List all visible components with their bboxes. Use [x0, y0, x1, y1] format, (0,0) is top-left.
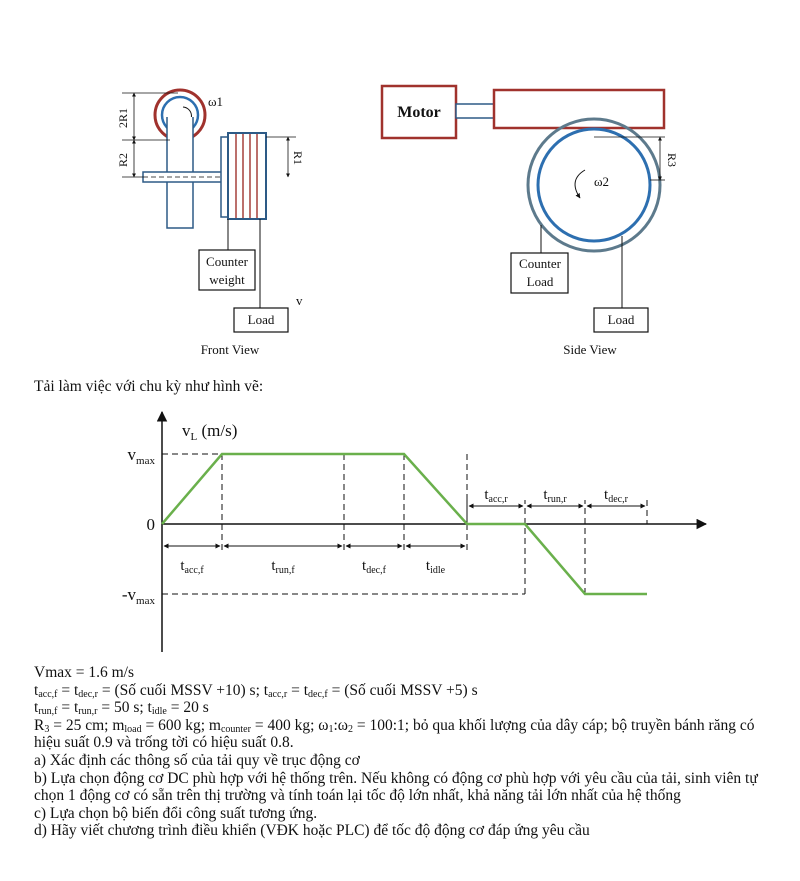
y-tick-label: 0 [147, 515, 156, 534]
side-view: Motor ω2 R3 Counter Load Load Side View [380, 84, 679, 357]
front-view-caption: Front View [201, 342, 260, 357]
side-view-caption: Side View [563, 342, 617, 357]
problem-line-parameters: R3 = 25 cm; mload = 600 kg; mcounter = 4… [34, 716, 755, 752]
omega2-label: ω2 [594, 174, 609, 189]
problem-line-run-times: trun,f = trun,r = 50 s; tidle = 20 s [34, 699, 209, 718]
gearbox-bar [492, 88, 666, 130]
dim-r3-label: R3 [665, 153, 679, 167]
interval-label: trun,f [271, 558, 295, 576]
interval-label: tacc,f [180, 558, 204, 576]
question-a: a) Xác định các thông số của tải quy về … [34, 751, 360, 769]
question-c: c) Lựa chọn bộ biến đổi công suất tương … [34, 804, 318, 822]
counter-weight-label-1: Counter [206, 254, 249, 269]
y-axis-label: vL (m/s) [182, 421, 237, 443]
y-tick-label: vmax [128, 445, 156, 467]
intro-text: Tải làm việc với chu kỳ như hình vẽ: [34, 378, 263, 395]
dim-2r1-label: 2R1 [116, 108, 130, 128]
velocity-label: v [296, 293, 303, 308]
drum-outer-side [526, 117, 662, 253]
dim-r1-label: R1 [291, 151, 305, 165]
question-d: d) Hãy viết chương trình điều khiển (VĐK… [34, 822, 590, 840]
counter-load-label-1: Counter [519, 256, 562, 271]
interval-label: tdec,f [362, 558, 387, 576]
motor-label: Motor [397, 104, 441, 121]
problem-statement: Vmax = 1.6 m/s tacc,f = tdec,r = (Số cuố… [34, 664, 784, 840]
front-view: ω1 2R1 R2 R1 Counter weight [116, 88, 305, 357]
y-tick-label: -vmax [122, 585, 156, 607]
omega1-label: ω1 [208, 94, 223, 109]
load-box-side [593, 307, 649, 333]
figure: ω1 2R1 R2 R1 Counter weight [34, 84, 708, 652]
drum-inner-side [536, 127, 652, 243]
interval-label: tdec,r [604, 487, 629, 505]
question-b: b) Lựa chọn động cơ DC phù hợp với hệ th… [34, 769, 758, 805]
problem-vmax: Vmax = 1.6 m/s [34, 664, 135, 681]
load-box [233, 307, 289, 333]
load-label-side: Load [608, 312, 635, 327]
winch-drum [227, 132, 267, 220]
dim-r2-label: R2 [116, 153, 130, 167]
counter-weight-box [198, 249, 256, 291]
problem-line-accel-times: tacc,f = tdec,r = (Số cuối MSSV +10) s; … [34, 681, 478, 700]
coupling-shaft [455, 103, 495, 119]
velocity-profile-line [161, 452, 647, 596]
counter-load-label-2: Load [527, 274, 554, 289]
velocity-chart: vL (m/s) vmax 0 -vmax tacc,f trun,f tdec,f ti… [122, 410, 708, 652]
interval-label: tidle [426, 558, 446, 576]
counter-weight-label-2: weight [209, 272, 245, 287]
rotation-arrow-icon [574, 169, 586, 199]
motor-box [380, 84, 458, 140]
counter-load-box [510, 252, 569, 294]
interval-label: tacc,r [484, 487, 508, 505]
load-label: Load [248, 312, 275, 327]
interval-label: trun,r [543, 487, 567, 505]
